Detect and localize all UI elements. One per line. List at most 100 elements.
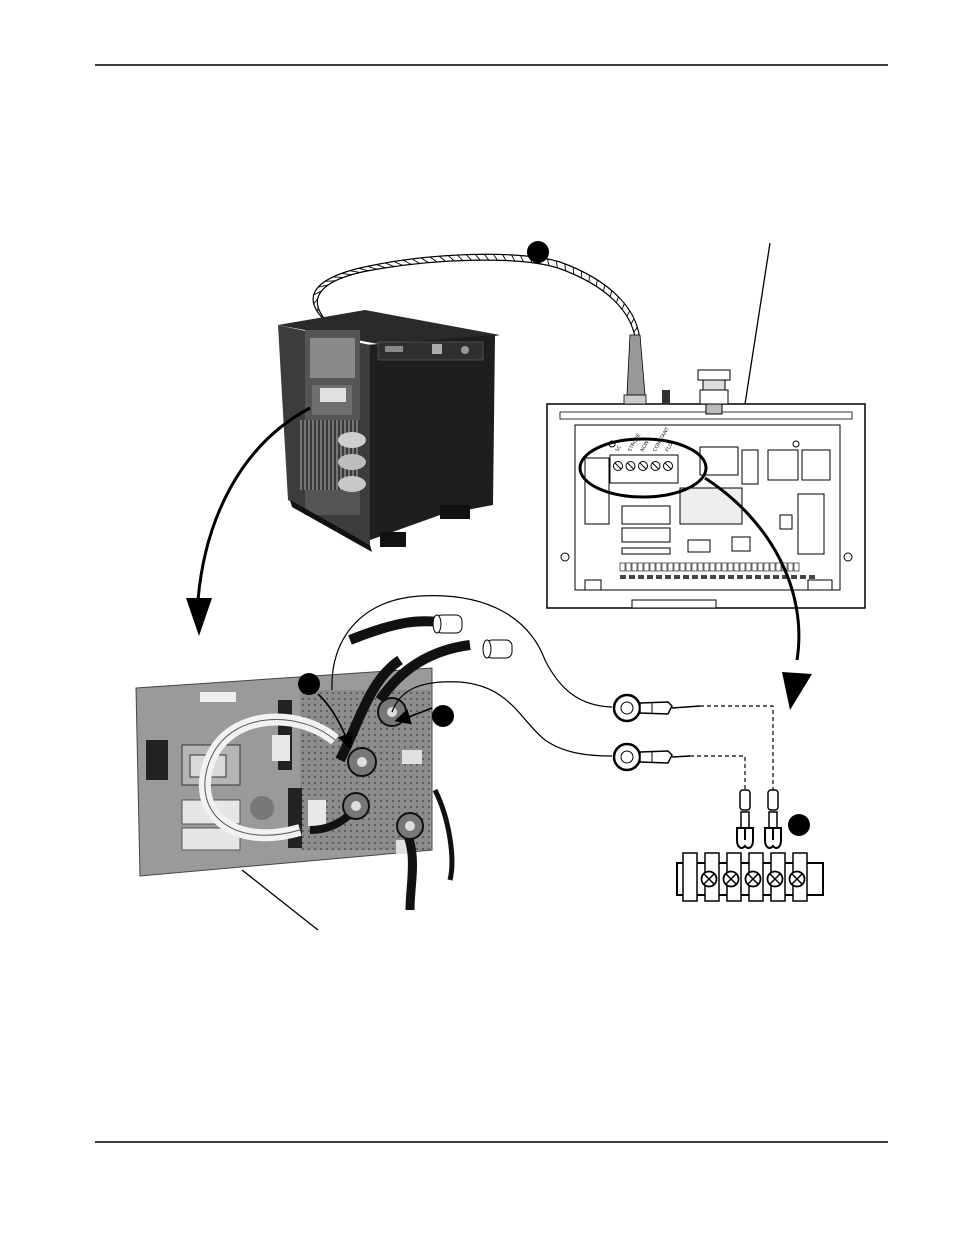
board-terminal-marker [683,575,689,579]
cable-twist-mark [403,259,412,265]
board-terminal [631,562,638,572]
cable-twist-mark [474,254,481,261]
pointer-arrow-right-stud [394,707,433,725]
leader-line-pcb [241,869,319,931]
ring-terminal-lower [612,742,691,772]
cable-twist-mark [341,273,352,276]
board-terminal-marker [665,575,671,579]
cable-twist-mark [502,254,507,261]
board-terminal [733,562,740,572]
dashed-wire-upper [700,705,774,790]
terminal-strip-screw-slot [725,873,737,885]
board-terminal-marker [809,575,815,579]
board-terminal [655,562,662,572]
terminal-label: FLO [665,442,675,453]
sense-wire-upper [331,595,613,708]
sense-wire-lower [391,681,613,757]
terminal-screw-slot [627,462,634,470]
board-terminal [715,562,722,572]
board-terminal-marker [638,575,644,579]
cable-twist-mark [313,298,319,305]
board-terminal [691,562,698,572]
spade-lug-part [767,789,779,811]
terminal-label: SC [615,444,624,453]
cable-twist-mark [609,290,613,297]
cable-twist-mark [616,296,619,303]
cable-twist-mark [394,261,403,266]
terminal-strip [676,852,824,902]
board-terminal [625,562,632,572]
board-terminal [685,562,692,572]
board-terminal [751,562,758,572]
board-terminal [697,562,704,572]
cable-twist-mark [411,258,420,264]
cable-twist-mark [603,284,606,292]
board-terminal [673,562,680,572]
spade-lug-part [739,789,751,811]
board-terminal-marker [620,575,626,579]
terminal-screw-slot [639,462,647,470]
board-terminal [763,562,770,572]
cable-twist-mark [318,284,328,288]
board-terminal-marker [800,575,806,579]
cable-twist-mark [367,265,378,270]
spade-lug-part [768,811,778,829]
terminal-screw-slot [652,462,659,470]
terminal-strip-screw-slot [703,873,715,885]
arrowhead-cabinet-to-pcb [186,598,212,636]
callout-pcb-left [298,673,320,695]
spade-lug-part [764,827,782,840]
dashed-wire-lower [690,755,746,790]
cable-twist-mark [376,264,386,269]
board-terminal-marker [647,575,653,579]
spade-lugs [736,789,782,849]
callout-pcb-right [432,705,454,727]
cable-twist-mark [633,326,638,333]
board-terminal-marker [692,575,698,579]
terminal-strip-screw-slot [769,873,781,885]
board-terminal [643,562,650,572]
pcb-photo [135,614,513,911]
board-terminal-marker [764,575,770,579]
board-terminal-marker [719,575,725,579]
board-terminal-marker [710,575,716,579]
arrow-board-to-terminal [704,476,801,661]
board-terminal [619,562,626,572]
cable-twist-mark [555,260,558,268]
board-terminal [775,562,782,572]
cable-twist-mark [621,303,625,310]
board-terminal [703,562,710,572]
board-terminal [679,562,686,572]
cable-twist-mark [385,262,395,268]
board-terminal-marker [737,575,743,579]
board-terminal-marker [629,575,635,579]
board-terminal-marker [773,575,779,579]
cable-twist-mark [358,267,369,272]
board-terminal [637,562,644,572]
board-terminal-marker [656,575,662,579]
board-terminal [709,562,716,572]
arrow-cabinet-to-pcb [196,406,311,601]
cable-twist-mark [595,279,598,287]
board-terminal [667,562,674,572]
cable-twist-mark [564,263,566,271]
spade-lug-part [736,839,754,849]
cable-twist-mark [447,255,455,262]
cable-twist-mark [547,258,550,266]
cable-twist-mark [465,254,472,261]
cable-twist-mark [313,290,322,296]
board-terminal-marker [674,575,680,579]
terminal-screw-slot [664,462,672,470]
board-terminal [661,562,668,572]
spade-lug-part [736,827,754,840]
spade-lug-part [764,839,782,849]
terminal-strip-screws [700,870,806,888]
leader-line-control-board [744,242,771,405]
board-terminal-marker [755,575,761,579]
cable-twist-mark [420,257,429,264]
cable-twist-mark [626,310,631,317]
power-cabinet [278,310,500,552]
